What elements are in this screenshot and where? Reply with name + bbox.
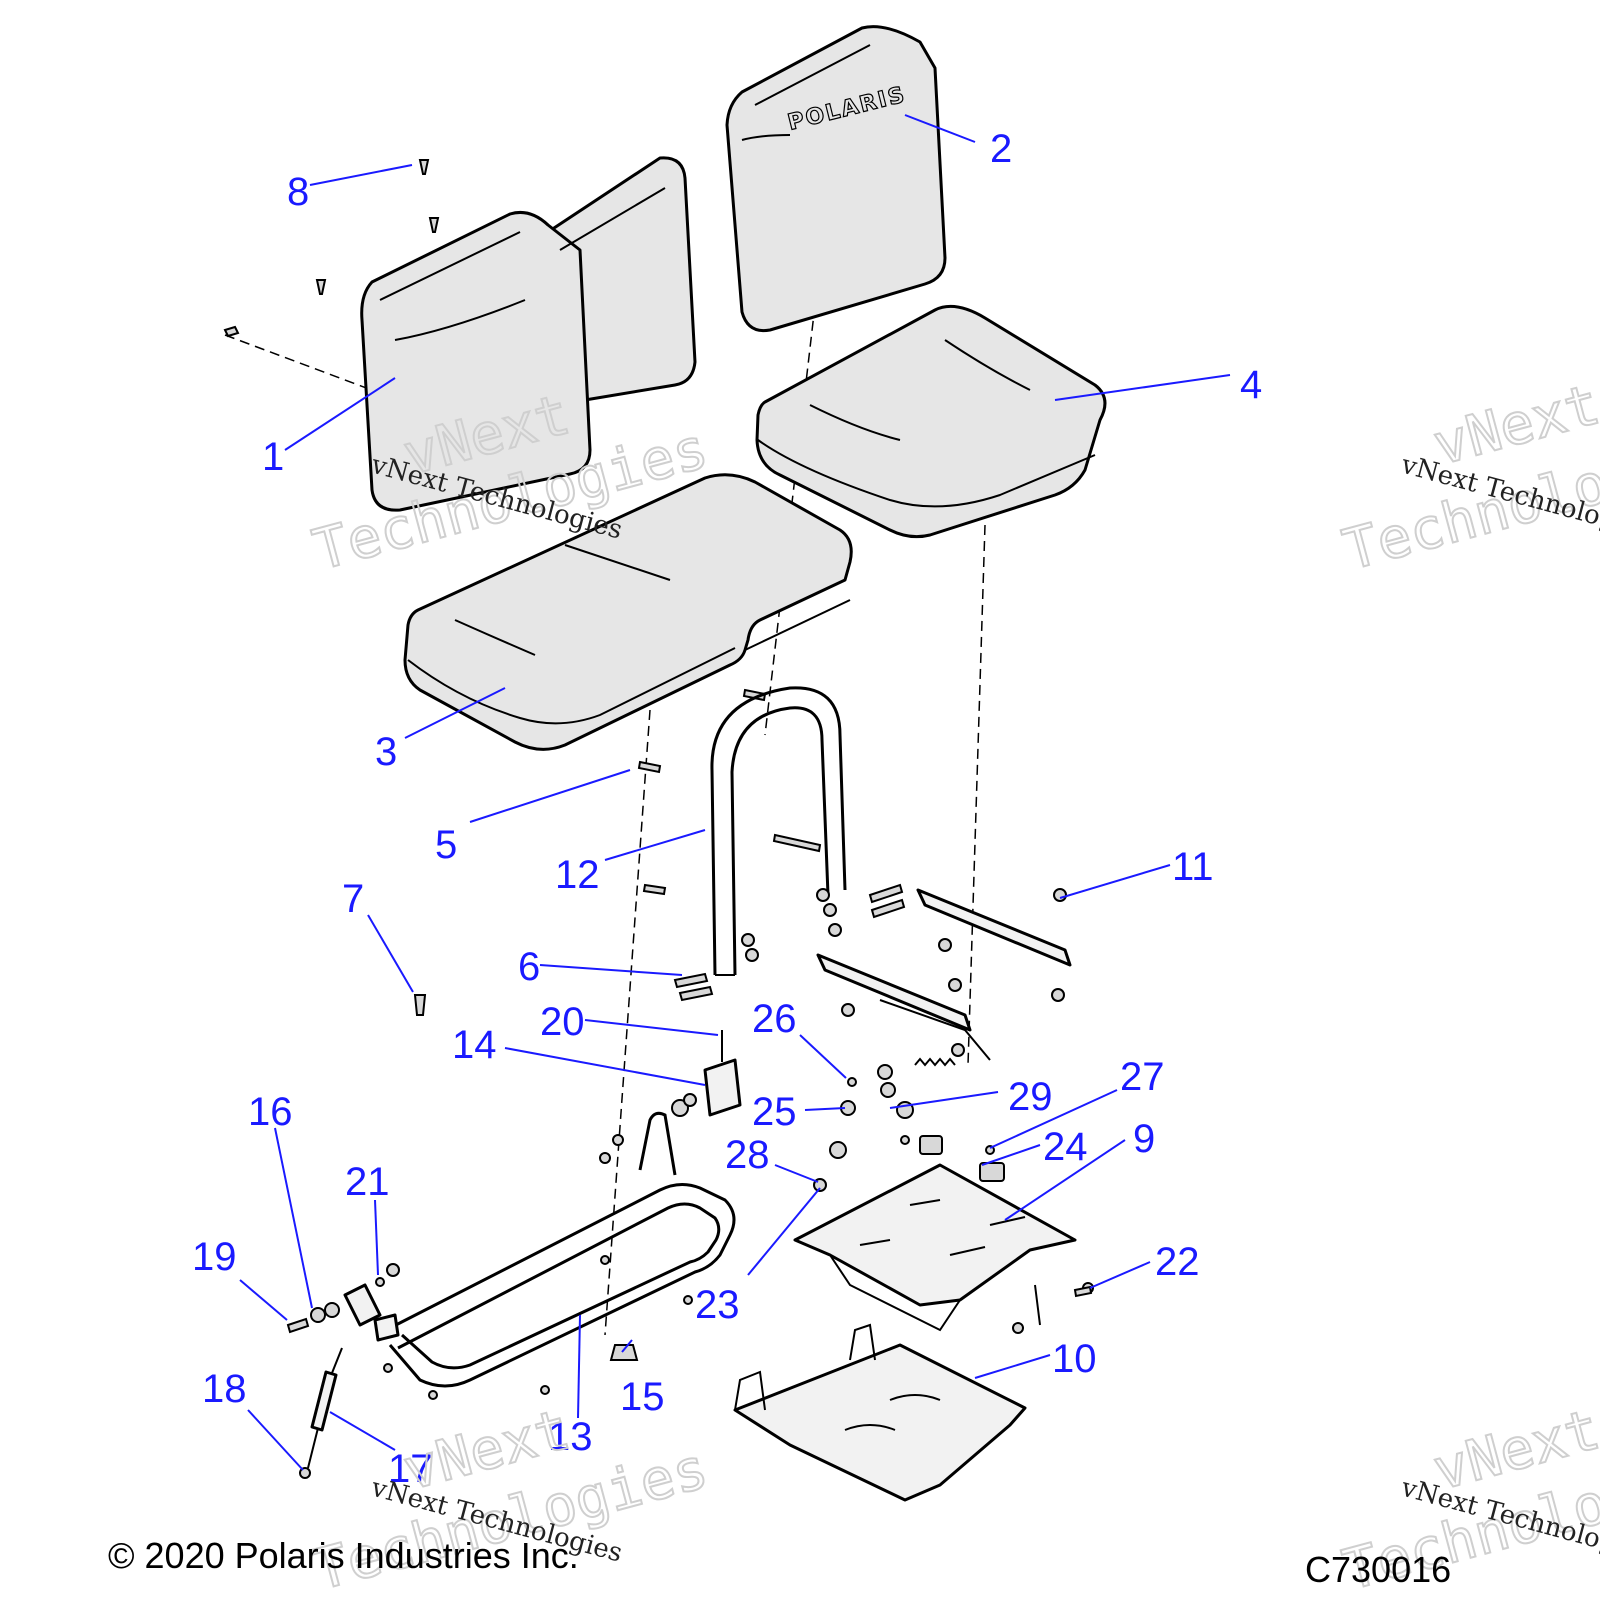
- callout-28: 28: [725, 1133, 770, 1177]
- support-frame-tube: [710, 686, 847, 976]
- bench-seat-cushion: [403, 473, 853, 751]
- callout-6: 6: [518, 945, 540, 989]
- drawing-code: C730016: [1305, 1549, 1451, 1590]
- callout-15: 15: [620, 1375, 665, 1419]
- callout-7: 7: [342, 877, 364, 921]
- latch-bracket: [671, 1030, 742, 1117]
- callout-27: 27: [1120, 1055, 1165, 1099]
- lower-hardware: [286, 1134, 1093, 1400]
- callout-11: 11: [1172, 845, 1214, 889]
- frame-bolts: [673, 883, 906, 1002]
- callout-12: 12: [555, 853, 600, 897]
- single-seat-cushion: [755, 304, 1107, 539]
- push-rivet: [413, 994, 427, 1016]
- callout-3: 3: [375, 730, 397, 774]
- callout-17: 17: [388, 1447, 433, 1491]
- lower-tube-frame: [343, 1111, 736, 1388]
- push-pins: [223, 159, 440, 338]
- callout-21: 21: [345, 1160, 390, 1204]
- seat-slide-rails: [816, 888, 1072, 1061]
- pivot-pins: [637, 688, 822, 896]
- callout-8: 8: [287, 170, 309, 214]
- callout-29: 29: [1008, 1075, 1053, 1119]
- spring-and-nuts: [813, 1057, 1005, 1192]
- callout-10: 10: [1052, 1337, 1097, 1381]
- callout-25: 25: [752, 1090, 797, 1134]
- callout-16: 16: [248, 1090, 293, 1134]
- callout-14: 14: [452, 1023, 497, 1067]
- callout-13: 13: [548, 1415, 593, 1459]
- callout-24: 24: [1043, 1125, 1088, 1169]
- callout-19: 19: [192, 1235, 237, 1279]
- callout-23: 23: [695, 1283, 740, 1327]
- copyright-text: © 2020 Polaris Industries Inc.: [108, 1535, 579, 1576]
- callout-20: 20: [540, 1000, 585, 1044]
- callout-9: 9: [1133, 1117, 1155, 1161]
- callout-numbers: 1 2 3 4 5 6 7 8 9 10 11 12 13 14 15 16 1…: [192, 127, 1262, 1491]
- gas-strut: [299, 1347, 343, 1479]
- callout-4: 4: [1240, 363, 1262, 407]
- callout-5: 5: [435, 823, 457, 867]
- split-backrest: [360, 156, 697, 512]
- leader-lines: [239, 114, 1231, 1471]
- callout-22: 22: [1155, 1240, 1200, 1284]
- single-backrest: POLARIS: [725, 25, 947, 333]
- callout-1: 1: [262, 435, 284, 479]
- callout-26: 26: [752, 997, 797, 1041]
- seat-mounting-bracket: [733, 1323, 1027, 1502]
- callout-18: 18: [202, 1367, 247, 1411]
- callout-2: 2: [990, 127, 1012, 171]
